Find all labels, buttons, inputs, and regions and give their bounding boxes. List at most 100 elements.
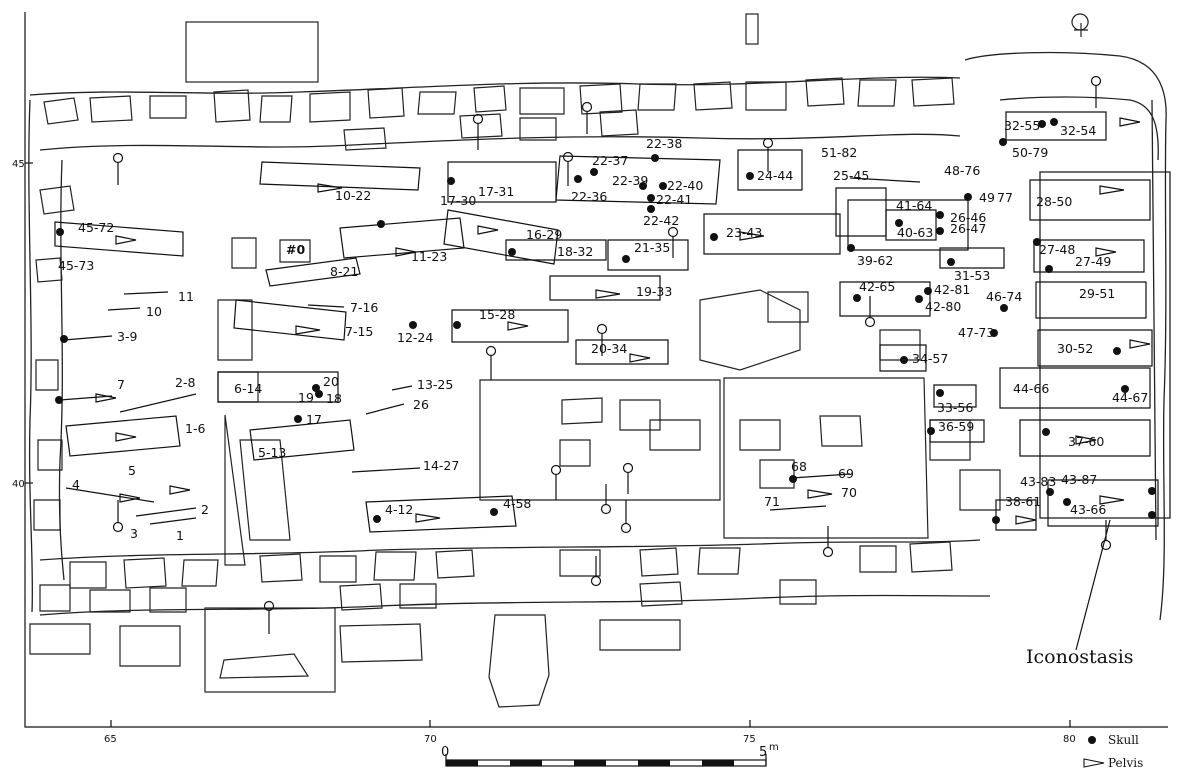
burial-label: 20-34 <box>591 341 627 356</box>
burial-label: 38-61 <box>1005 494 1041 509</box>
burial-label: 32-55 <box>1004 118 1040 133</box>
burial-label: 29-51 <box>1079 286 1115 301</box>
burial-label: 8-21 <box>330 264 358 279</box>
burial-label: 70 <box>841 485 857 500</box>
burial-label: 32-54 <box>1060 123 1096 138</box>
burial-label: 24-44 <box>757 168 793 183</box>
burial-label: 42-65 <box>859 279 895 294</box>
y-tick-40: 40 <box>12 479 25 490</box>
burial-label: 26 <box>413 397 429 412</box>
burial-label: 46-74 <box>986 289 1022 304</box>
burial-label: 16-29 <box>526 227 562 242</box>
burial-label: 71 <box>764 494 780 509</box>
burial-label: 11-23 <box>411 249 447 264</box>
burial-label: 6-14 <box>234 381 262 396</box>
burial-label: 36-59 <box>938 419 974 434</box>
burial-label: 26-46 <box>950 210 986 225</box>
burial-label: 1-6 <box>185 421 205 436</box>
burial-label: 22-38 <box>646 136 682 151</box>
burial-label: 40-63 <box>897 225 933 240</box>
scale-end-label: 5 <box>759 745 767 760</box>
plan-frame <box>24 12 1168 728</box>
x-tick-70: 70 <box>424 734 437 745</box>
burial-label: 18 <box>326 391 342 406</box>
burial-label: 4-58 <box>503 496 531 511</box>
burial-label: 27-49 <box>1075 254 1111 269</box>
pelvis-symbol <box>1083 758 1105 768</box>
burial-label: 7-16 <box>350 300 378 315</box>
burial-label: 68 <box>791 459 807 474</box>
burial-label: 34-57 <box>912 351 948 366</box>
burial-label: 42-81 <box>934 282 970 297</box>
burial-label: 14-27 <box>423 458 459 473</box>
burial-label: 2-8 <box>175 375 195 390</box>
burial-label: 17-30 <box>440 193 476 208</box>
x-tick-65: 65 <box>104 734 117 745</box>
burial-label: 43-87 <box>1061 472 1097 487</box>
burial-label: 5 <box>128 463 136 478</box>
burial-label: 10-22 <box>335 188 371 203</box>
church-walls <box>28 13 1171 708</box>
burial-label: 77 <box>997 190 1013 205</box>
burial-label: 22-42 <box>643 213 679 228</box>
burial-label: 21-35 <box>634 240 670 255</box>
burial-label: 51-82 <box>821 145 857 160</box>
pelvis-markers <box>112 75 1112 634</box>
burial-label: 49 <box>979 190 995 205</box>
burial-label: 28-50 <box>1036 194 1072 209</box>
burial-label: 3 <box>130 526 138 541</box>
burial-label: 42-80 <box>925 299 961 314</box>
legend-pelvis-label: Pelvis <box>1108 756 1143 770</box>
burial-label: 43-66 <box>1070 502 1106 517</box>
x-tick-80: 80 <box>1063 734 1076 745</box>
skull-symbol <box>1088 736 1096 744</box>
burial-label: 30-52 <box>1057 341 1093 356</box>
burial-label: 15-28 <box>479 307 515 322</box>
iconostasis-label: Iconostasis <box>1026 646 1134 668</box>
burial-label: 33-56 <box>937 400 973 415</box>
burial-label: 50-79 <box>1012 145 1048 160</box>
burial-label: 4 <box>72 477 80 492</box>
burial-label: 4-12 <box>385 502 413 517</box>
burial-label: 19 <box>298 390 314 405</box>
burial-label: 44-67 <box>1112 390 1148 405</box>
burial-label: 22-39 <box>612 173 648 188</box>
burial-label: 1 <box>176 528 184 543</box>
burial-label: 13-25 <box>417 377 453 392</box>
burial-label: 5-13 <box>258 445 286 460</box>
burial-label: 25-45 <box>833 168 869 183</box>
x-tick-75: 75 <box>743 734 756 745</box>
burial-label: 10 <box>146 304 162 319</box>
scale-bar <box>445 754 767 767</box>
burial-label: 48-76 <box>944 163 980 178</box>
burial-outlines <box>54 111 1159 651</box>
burial-label: 69 <box>838 466 854 481</box>
burial-label: 17 <box>306 412 322 427</box>
burial-label: 31-53 <box>954 268 990 283</box>
burial-label: 20 <box>323 374 339 389</box>
scale-unit-label: m <box>769 742 779 753</box>
burial-label: 47-73 <box>958 325 994 340</box>
burial-label: 7-15 <box>345 324 373 339</box>
burial-label: 7 <box>117 377 125 392</box>
skull-dots <box>55 118 1156 524</box>
burial-label: 43-83 <box>1020 474 1056 489</box>
burial-label: 22-37 <box>592 153 628 168</box>
burial-label: 27-48 <box>1039 242 1075 257</box>
burial-label: 11 <box>178 289 194 304</box>
burial-label: 41-64 <box>896 198 932 213</box>
burial-label: 22-41 <box>656 192 692 207</box>
burial-label: 45-73 <box>58 258 94 273</box>
burial-label: 17-31 <box>478 184 514 199</box>
burial-label: 37-60 <box>1068 434 1104 449</box>
burial-label: 12-24 <box>397 330 433 345</box>
wall-mark: #0 <box>286 242 305 257</box>
legend-skull-label: Skull <box>1108 733 1139 747</box>
burial-label: 26-47 <box>950 221 986 236</box>
legend <box>1083 736 1105 768</box>
burial-label: 23-43 <box>726 225 762 240</box>
burial-label: 39-62 <box>857 253 893 268</box>
y-tick-45: 45 <box>12 159 25 170</box>
burial-label: 19-33 <box>636 284 672 299</box>
burial-labels: 45-72 45-73 10-22 17-31 17-30 16-29 18-3… <box>58 118 1148 543</box>
